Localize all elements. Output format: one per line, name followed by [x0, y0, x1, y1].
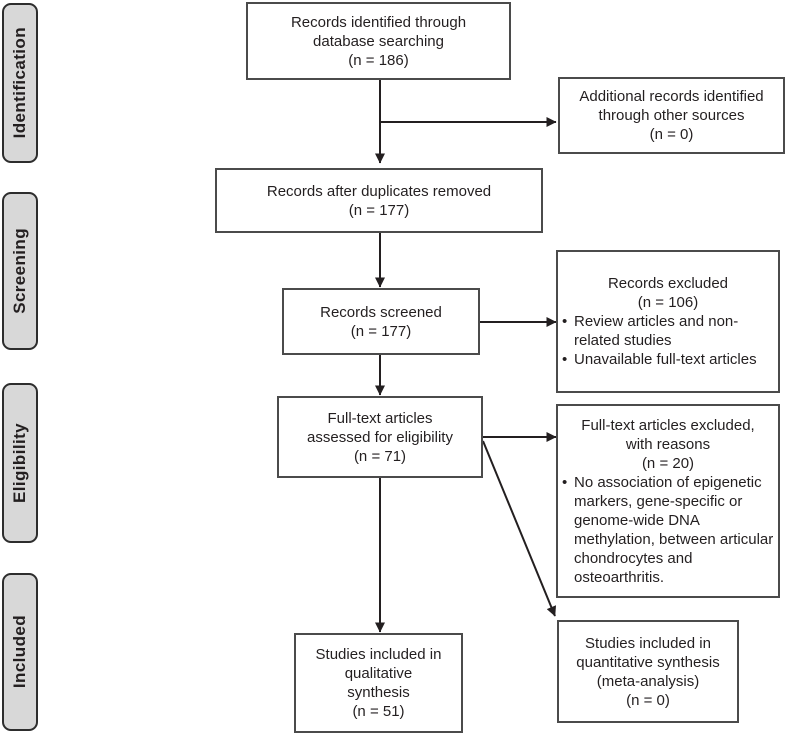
box-quantitative-synthesis: Studies included in quantitative synthes…: [557, 620, 739, 723]
box-fulltext-assessed: Full-text articles assessed for eligibil…: [277, 396, 483, 478]
box-text-line: Studies included in: [585, 634, 711, 652]
box-text-line: (meta-analysis): [596, 672, 700, 690]
box-duplicates-removed: Records after duplicates removed (n = 17…: [215, 168, 543, 233]
box-text-line: Records identified through: [290, 13, 467, 31]
exclusion-reason: Unavailable full-text articles: [558, 350, 778, 369]
stage-included: Included: [2, 573, 38, 731]
box-count: (n = 186): [348, 51, 409, 69]
stage-label: Included: [10, 615, 29, 689]
box-text-line: Full-text articles excluded,: [581, 416, 755, 434]
box-text-line: Records screened: [320, 303, 442, 321]
box-qualitative-synthesis: Studies included in qualitative synthesi…: [294, 633, 463, 733]
stage-label: Identification: [10, 27, 29, 139]
box-records-excluded: Records excluded (n = 106) Review articl…: [556, 250, 780, 393]
exclusion-reason: No association of epigenetic markers, ge…: [558, 473, 778, 587]
box-records-identified: Records identified through database sear…: [246, 2, 511, 80]
arrow-fulltext-to-quantitative: [482, 440, 557, 617]
box-text-line: qualitative: [344, 665, 413, 682]
box-text-line: Records excluded: [607, 275, 729, 292]
box-text-line: Studies included in: [315, 646, 442, 663]
exclusion-reason: Review articles and non-related studies: [558, 312, 778, 350]
box-count: (n = 51): [352, 703, 405, 720]
box-additional-records: Additional records identified through ot…: [558, 77, 785, 154]
box-records-screened: Records screened (n = 177): [282, 288, 480, 355]
box-fulltext-excluded: Full-text articles excluded, with reason…: [556, 404, 780, 598]
box-text-line: with reasons: [625, 435, 711, 453]
box-count: (n = 177): [350, 322, 412, 340]
box-text-line: Additional records identified: [579, 88, 764, 105]
box-text-line: Full-text articles: [327, 409, 433, 427]
stage-identification: Identification: [2, 3, 38, 163]
box-text-line: database searching: [313, 32, 444, 50]
box-count: (n = 0): [649, 126, 694, 143]
box-text-line: synthesis: [347, 684, 410, 701]
stage-screening: Screening: [2, 192, 38, 350]
box-count: (n = 0): [626, 691, 670, 709]
box-text-line: through other sources: [598, 107, 745, 124]
box-count: (n = 71): [353, 447, 407, 465]
box-text-line: quantitative synthesis: [576, 653, 720, 671]
box-count: (n = 20): [641, 454, 695, 472]
box-count: (n = 177): [348, 201, 410, 219]
stage-eligibility: Eligibility: [2, 383, 38, 543]
box-text-line: Records after duplicates removed: [266, 182, 492, 200]
box-count: (n = 106): [637, 294, 699, 311]
stage-label: Eligibility: [10, 423, 29, 503]
box-text-line: assessed for eligibility: [307, 428, 453, 446]
stage-label: Screening: [10, 228, 29, 314]
